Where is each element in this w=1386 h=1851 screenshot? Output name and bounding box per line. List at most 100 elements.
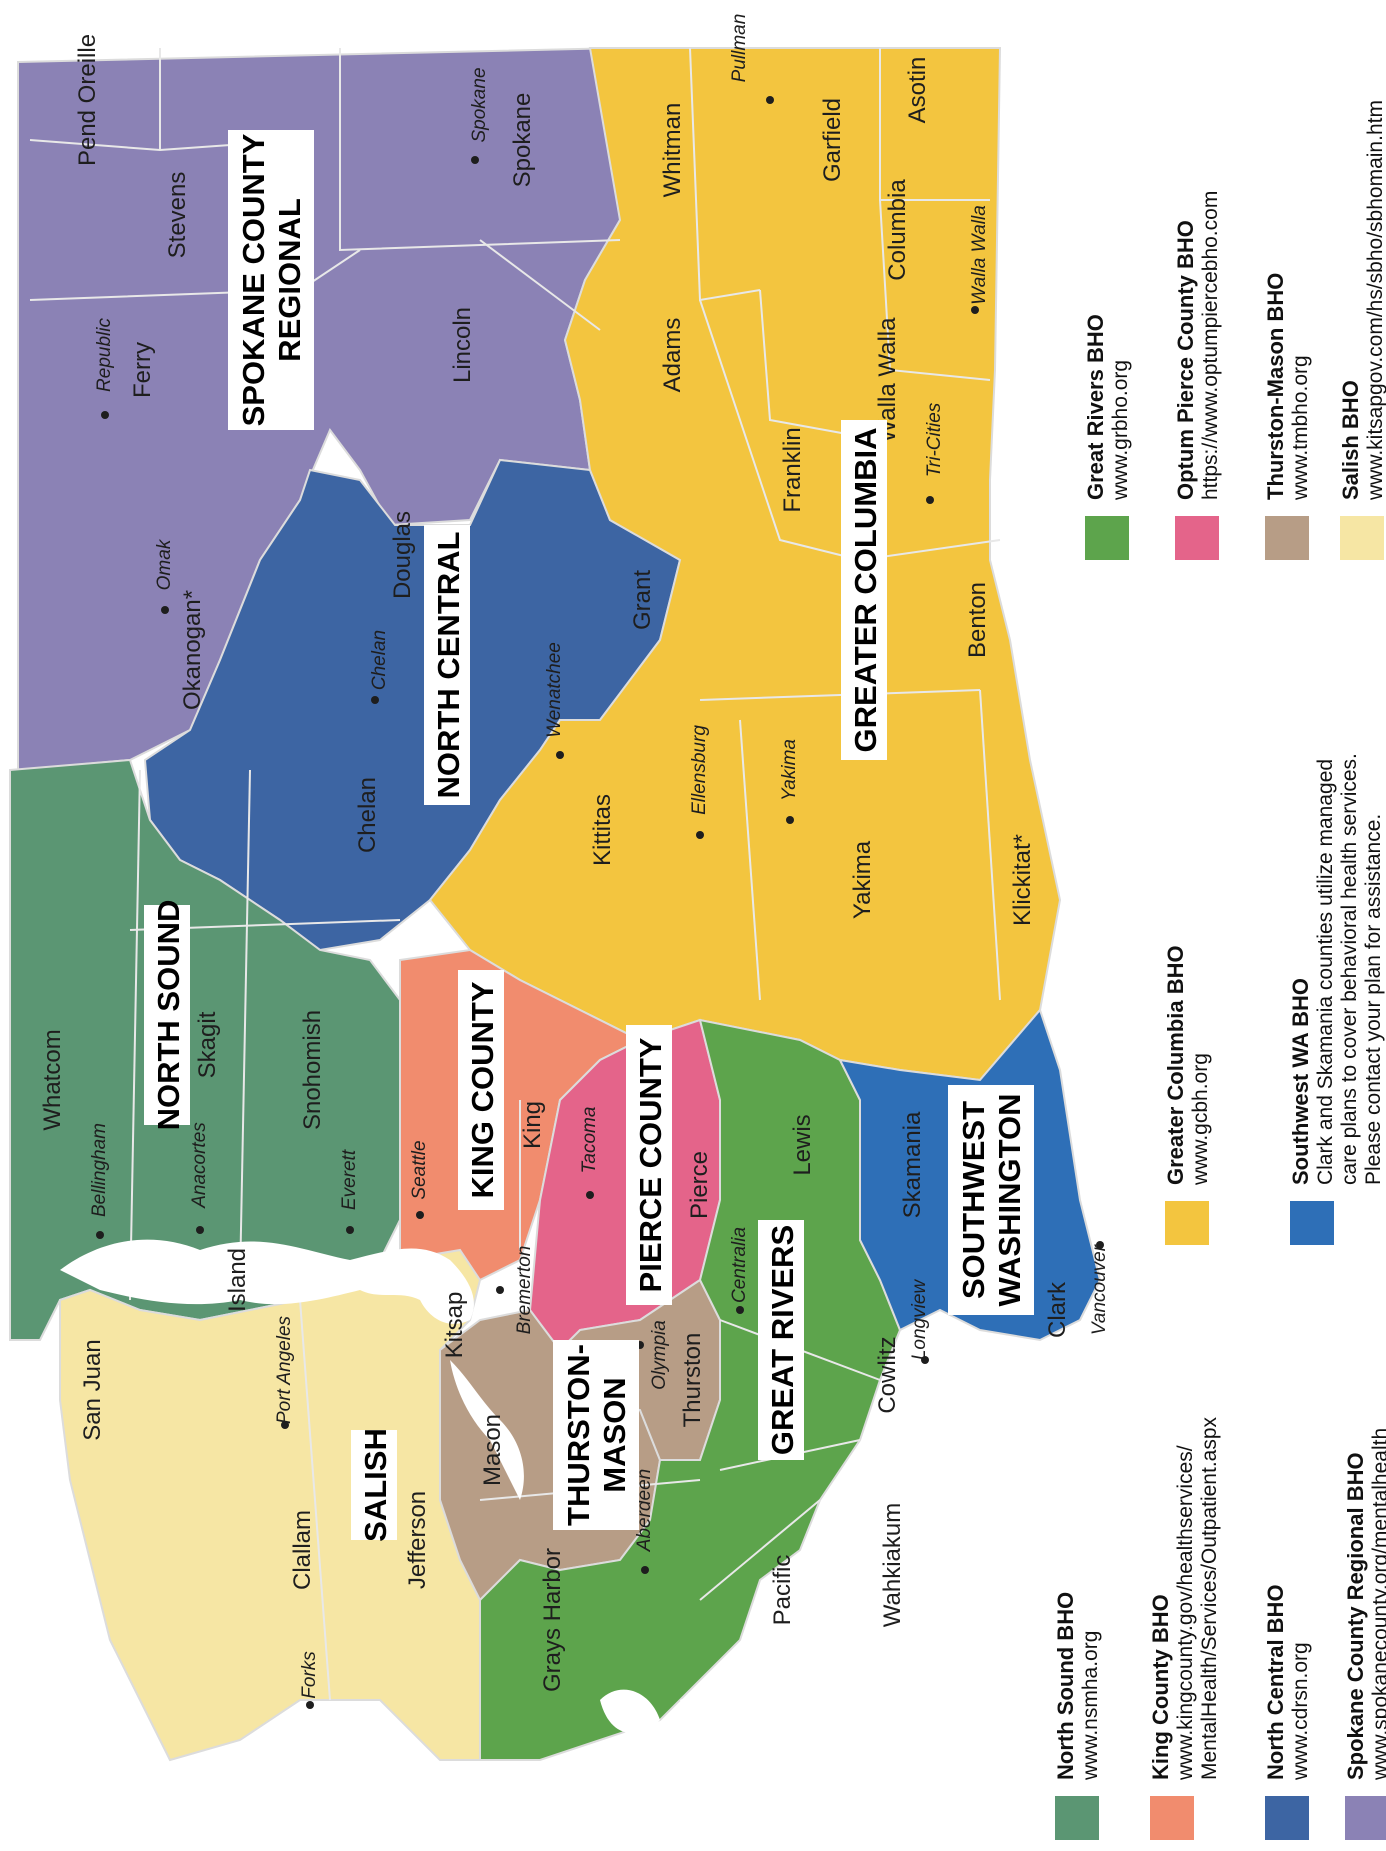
legend-item-king[interactable]: King County BHO www.kingcounty.gov/healt… xyxy=(1148,1416,1221,1840)
region-label-spokane: SPOKANE COUNTY REGIONAL xyxy=(228,130,314,430)
svg-text:www.grbho.org: www.grbho.org xyxy=(1109,360,1132,501)
county-label-stevens: Stevens xyxy=(164,172,191,259)
svg-text:Clark and Skamania counties ut: Clark and Skamania counties utilize mana… xyxy=(1314,759,1337,1185)
county-label-garfield: Garfield xyxy=(819,98,846,182)
legend-swatch-thurston-mason xyxy=(1265,516,1309,560)
legend-swatch-salish xyxy=(1340,516,1384,560)
county-label-yakima: Yakima xyxy=(849,840,876,919)
county-label-san-juan: San Juan xyxy=(79,1339,106,1440)
svg-text:Spokane County Regional BHO: Spokane County Regional BHO xyxy=(1343,1452,1368,1780)
svg-text:MentalHealth/Services/Outpatie: MentalHealth/Services/Outpatient.aspx xyxy=(1198,1416,1221,1780)
svg-text:North Central BHO: North Central BHO xyxy=(1263,1584,1288,1780)
county-label-skamania: Skamania xyxy=(899,1111,926,1218)
county-borders xyxy=(29,47,1001,1701)
svg-text:SALISH: SALISH xyxy=(358,1428,393,1542)
svg-text:SPOKANE COUNTY: SPOKANE COUNTY xyxy=(236,133,271,426)
svg-text:www.tmbho.org: www.tmbho.org xyxy=(1289,355,1312,501)
county-label-thurston: Thurston xyxy=(679,1333,706,1428)
region-label-king: KING COUNTY xyxy=(458,970,504,1210)
svg-text:https://www.optumpiercebho.com: https://www.optumpiercebho.com xyxy=(1199,191,1222,500)
city-label-bellingham: Bellingham xyxy=(89,1123,110,1217)
region-label-north-central: NORTH CENTRAL xyxy=(424,525,470,805)
svg-text:www.spokanecounty.org/mentalhe: www.spokanecounty.org/mentalhealth xyxy=(1369,1428,1386,1781)
county-label-asotin: Asotin xyxy=(904,57,931,124)
svg-text:www.nsmha.org: www.nsmha.org xyxy=(1079,1631,1102,1781)
legend-item-north-central[interactable]: North Central BHO www.cdrsn.org xyxy=(1263,1584,1312,1840)
city-label-omak: Omak xyxy=(154,538,175,590)
county-label-kittitas: Kittitas xyxy=(589,794,616,866)
legend-item-pierce[interactable]: Optum Pierce County BHO https://www.optu… xyxy=(1173,191,1222,560)
city-label-olympia: Olympia xyxy=(649,1320,670,1390)
city-dot-everett xyxy=(346,1226,354,1234)
county-label-island: Island xyxy=(224,1248,251,1312)
city-dot-seattle xyxy=(416,1211,424,1219)
svg-text:SOUTHWEST: SOUTHWEST xyxy=(956,1101,991,1299)
city-label-ellensburg: Ellensburg xyxy=(689,725,710,815)
county-label-okanogan: Okanogan* xyxy=(179,590,206,710)
county-label-skagit: Skagit xyxy=(194,1011,221,1078)
county-label-pacific: Pacific xyxy=(769,1555,796,1626)
svg-text:WASHINGTON: WASHINGTON xyxy=(992,1094,1027,1307)
county-label-cowlitz: Cowlitz xyxy=(874,1336,901,1413)
city-label-aberdeen: Aberdeen xyxy=(634,1469,655,1552)
region-label-pierce: PIERCE COUNTY xyxy=(626,1025,672,1305)
city-label-anacortes: Anacortes xyxy=(189,1122,210,1209)
county-label-king: King xyxy=(519,1101,546,1149)
county-label-whatcom: Whatcom xyxy=(39,1029,66,1130)
legend-item-greater-columbia[interactable]: Greater Columbia BHO www.gcbh.org xyxy=(1163,945,1212,1245)
city-label-wenatchee: Wenatchee xyxy=(544,642,565,738)
city-label-yakima: Yakima xyxy=(779,739,800,801)
county-label-spokane: Spokane xyxy=(509,93,536,188)
city-markers xyxy=(96,96,1104,1709)
legend-item-north-sound[interactable]: North Sound BHO www.nsmha.org xyxy=(1053,1592,1102,1840)
county-label-mason: Mason xyxy=(479,1414,506,1486)
svg-text:Thurston-Mason BHO: Thurston-Mason BHO xyxy=(1263,273,1288,500)
city-dot-spokane xyxy=(471,156,479,164)
legend-item-spokane[interactable]: Spokane County Regional BHO www.spokanec… xyxy=(1343,1428,1386,1840)
city-label-bremerton: Bremerton xyxy=(514,1246,535,1335)
svg-text:GREATER COLUMBIA: GREATER COLUMBIA xyxy=(848,428,883,753)
region-label-great-rivers: GREAT RIVERS xyxy=(758,1220,804,1460)
county-label-franklin: Franklin xyxy=(779,427,806,512)
county-label-grays-harbor: Grays Harbor xyxy=(539,1548,566,1692)
puget-sound xyxy=(60,1239,474,1324)
county-label-adams: Adams xyxy=(659,318,686,393)
city-label-republic: Republic xyxy=(94,318,115,392)
city-dot-port-angeles xyxy=(281,1421,289,1429)
water-features xyxy=(60,1239,720,1734)
city-dot-aberdeen xyxy=(641,1566,649,1574)
city-label-seattle: Seattle xyxy=(409,1140,430,1199)
svg-text:www.kitsapgov.com/hs/sbho/sbho: www.kitsapgov.com/hs/sbho/sbhomain.htm xyxy=(1364,100,1386,501)
city-dot-longview xyxy=(921,1356,929,1364)
city-label-pullman: Pullman xyxy=(729,14,750,83)
legend-item-thurston-mason[interactable]: Thurston-Mason BHO www.tmbho.org xyxy=(1263,273,1312,560)
svg-text:North Sound BHO: North Sound BHO xyxy=(1053,1592,1078,1780)
city-dot-tri-cities xyxy=(926,496,934,504)
willapa-bay xyxy=(680,1696,720,1729)
city-dot-forks xyxy=(306,1701,314,1709)
svg-text:KING COUNTY: KING COUNTY xyxy=(465,981,500,1198)
legend-item-great-rivers[interactable]: Great Rivers BHO www.grbho.org xyxy=(1083,314,1132,560)
city-label-spokane: Spokane xyxy=(469,67,490,142)
region-label-thurston-mason: THURSTON- MASON xyxy=(553,1340,639,1530)
svg-text:Please contact your plan for a: Please contact your plan for assistance. xyxy=(1362,814,1385,1185)
city-label-tri-cities: Tri-Cities xyxy=(924,402,945,477)
legend-swatch-pierce xyxy=(1175,516,1219,560)
grays-harbor-bay xyxy=(600,1689,660,1734)
county-label-chelan: Chelan xyxy=(354,777,381,853)
svg-text:GREAT RIVERS: GREAT RIVERS xyxy=(765,1225,800,1455)
svg-text:King County BHO: King County BHO xyxy=(1148,1594,1173,1780)
city-dot-anacortes xyxy=(196,1226,204,1234)
region-shapes xyxy=(9,46,1102,1762)
city-dot-vancouver xyxy=(1096,1241,1104,1249)
city-label-tacoma: Tacoma xyxy=(579,1107,600,1174)
region-label-north-sound: NORTH SOUND xyxy=(144,900,190,1130)
county-label-clallam: Clallam xyxy=(289,1510,316,1590)
county-label-wahkiakum: Wahkiakum xyxy=(879,1503,906,1627)
legend-item-southwest[interactable]: Southwest WA BHO Clark and Skamania coun… xyxy=(1288,753,1385,1245)
legend-item-salish[interactable]: Salish BHO www.kitsapgov.com/hs/sbho/sbh… xyxy=(1338,100,1386,560)
svg-text:www.cdrsn.org: www.cdrsn.org xyxy=(1289,1642,1312,1781)
county-label-clark: Clark xyxy=(1044,1281,1071,1338)
svg-text:www.gcbh.org: www.gcbh.org xyxy=(1189,1053,1212,1186)
